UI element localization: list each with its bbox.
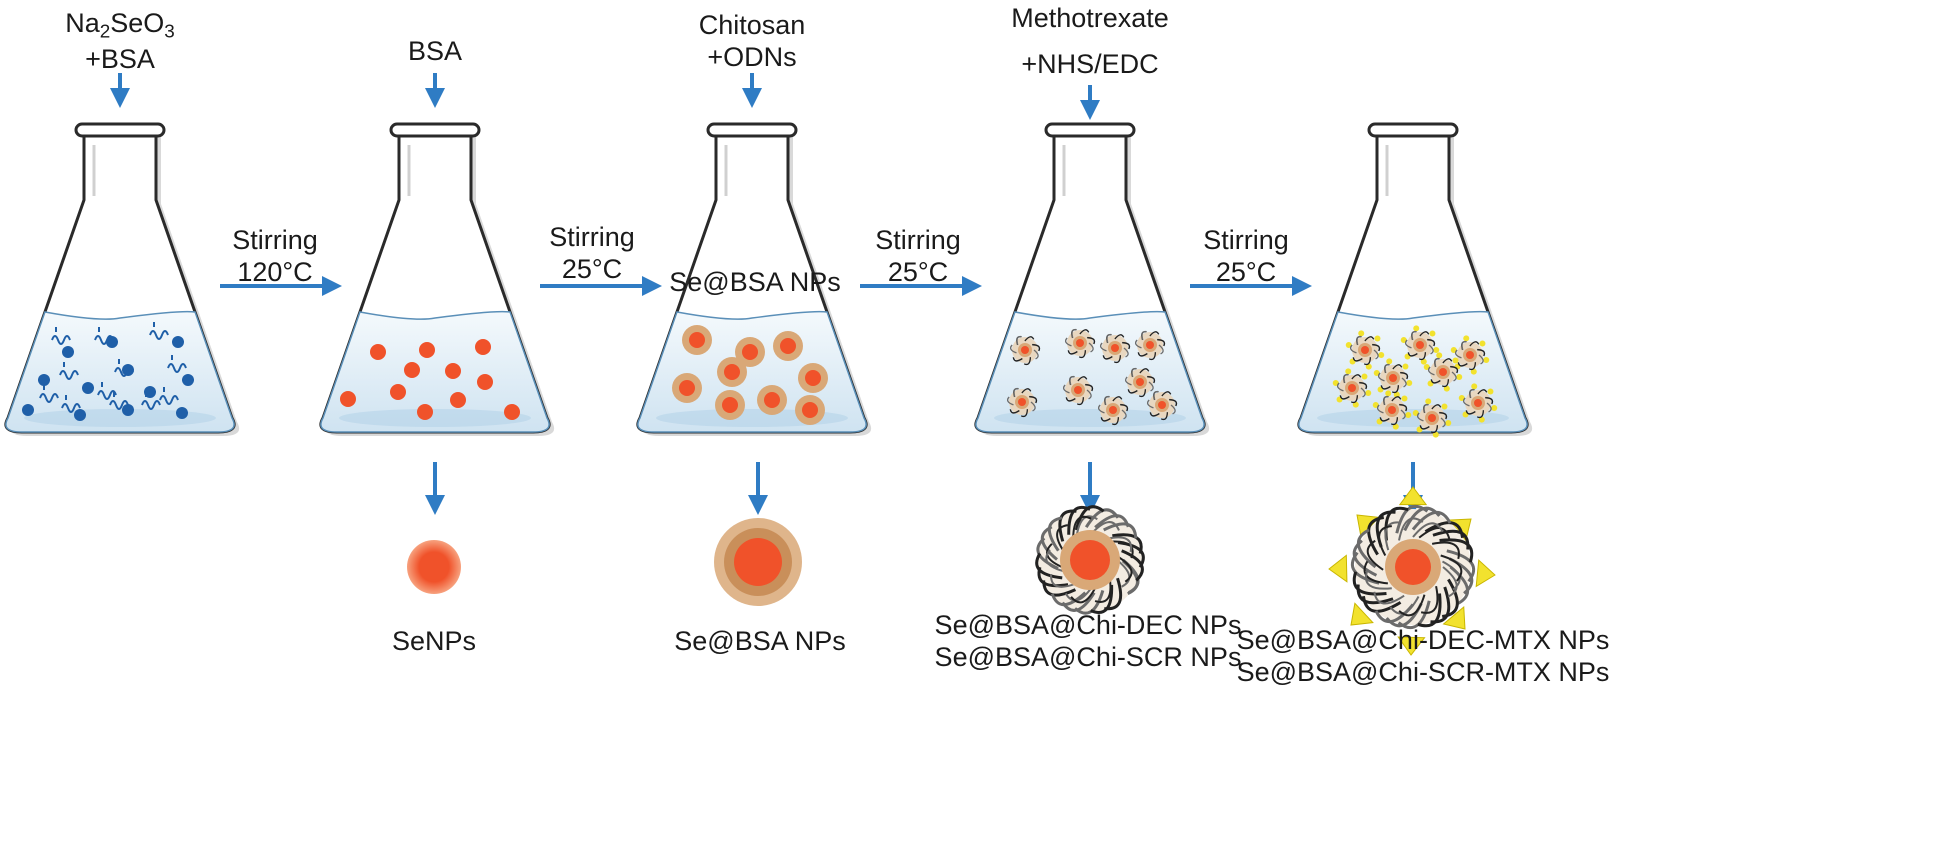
mtx-molecule (1442, 606, 1466, 630)
selenite-ion (82, 382, 94, 394)
senp-dot (419, 342, 435, 358)
se-bsa-chi-mtx-dot (1372, 390, 1412, 430)
se-bsa-chi-mtx-dot (1332, 368, 1372, 408)
se-bsa-dot (795, 395, 825, 425)
selenite-ion (74, 409, 86, 421)
product-particles (407, 486, 1496, 656)
senp-dot (417, 404, 433, 420)
flask3-contents (672, 325, 828, 425)
reagent-label-flask4-line2: +NHS/EDC (1021, 49, 1159, 79)
se-bsa-chi-mtx-particle (1328, 486, 1496, 656)
mtx-molecule (1328, 554, 1348, 583)
erlenmeyer-flask-icon (1297, 122, 1533, 436)
se-bsa-chi-dot (1006, 387, 1038, 418)
bsa-protein (167, 355, 187, 373)
reagent-label-flask3: Chitosan +ODNs (698, 10, 806, 72)
se-bsa-chi-dot (1134, 330, 1166, 361)
reagent-arrows (110, 73, 1100, 120)
se-bsa-chi-dot (1064, 328, 1096, 359)
se-bsa-particle (714, 518, 802, 606)
flask5-contents (1332, 325, 1498, 438)
se-bsa-chi-dot (1062, 375, 1094, 406)
senp-dot (504, 404, 520, 420)
se-bsa-dot (773, 331, 803, 361)
se-bsa-chi-dot (1146, 390, 1178, 421)
bsa-protein (51, 327, 71, 345)
product-label-se-bsa: Se@BSA NPs (674, 626, 846, 656)
bsa-protein (39, 385, 59, 403)
se-bsa-dot (757, 385, 787, 415)
se-bsa-dot (672, 373, 702, 403)
senp-dot (404, 362, 420, 378)
mtx-molecule (1398, 486, 1428, 506)
bsa-protein (141, 392, 161, 410)
selenite-ion (176, 407, 188, 419)
flask3-inner-label: Se@BSA NPs (669, 267, 841, 297)
senp-dot (445, 363, 461, 379)
se-bsa-chi-dot (1009, 335, 1041, 366)
senp-dot (477, 374, 493, 390)
reagent-label-flask2: BSA (407, 36, 463, 66)
se-bsa-chi-mtx-dot (1400, 325, 1440, 365)
selenite-ion (182, 374, 194, 386)
bsa-protein (109, 392, 129, 410)
bsa-protein (159, 387, 179, 405)
erlenmeyer-flask-icon (319, 122, 555, 436)
se-bsa-chi-dot (1097, 395, 1129, 426)
se-bsa-dot (682, 325, 712, 355)
selenite-ion (122, 404, 134, 416)
se-bsa-chi-mtx-dot (1423, 352, 1463, 392)
bsa-protein (149, 322, 169, 340)
selenite-ion (106, 336, 118, 348)
se-bsa-chi-particle (1035, 505, 1145, 615)
bsa-protein (97, 382, 117, 400)
bsa-protein (59, 362, 79, 380)
se-bsa-dot (798, 363, 828, 393)
mtx-molecule (1397, 636, 1426, 656)
se-bsa-dot (717, 357, 747, 387)
se-bsa-dot (715, 390, 745, 420)
senp-dot (450, 392, 466, 408)
se-bsa-chi-mtx-dot (1345, 330, 1385, 370)
se-bsa-dot (735, 337, 765, 367)
senp-dot (370, 344, 386, 360)
reagent-label-flask1: Na2SeO3 +BSA (65, 8, 175, 74)
product-label-senps: SeNPs (391, 626, 477, 656)
product-arrows (425, 462, 1423, 515)
mtx-molecule (1475, 559, 1496, 588)
flask4-contents (1006, 328, 1178, 426)
senp-particle (407, 540, 461, 594)
se-bsa-chi-mtx-dot (1412, 398, 1452, 438)
bsa-protein (114, 359, 134, 377)
erlenmeyer-flask-icon (4, 122, 240, 436)
bsa-protein (94, 327, 114, 345)
se-bsa-chi-dot (1124, 367, 1156, 398)
se-bsa-chi-mtx-dot (1458, 383, 1498, 423)
mtx-molecule (1350, 602, 1374, 626)
bsa-protein (61, 395, 81, 413)
reagent-label-flask4-line1: Methotrexate (1011, 3, 1169, 33)
selenite-ion (62, 346, 74, 358)
se-bsa-chi-mtx-dot (1373, 358, 1413, 398)
selenite-ion (172, 336, 184, 348)
senp-dot (340, 391, 356, 407)
se-bsa-chi-dot (1099, 333, 1131, 364)
selenite-ion (38, 374, 50, 386)
flask1-contents (22, 322, 194, 421)
selenite-ion (22, 404, 34, 416)
senp-dot (475, 339, 491, 355)
flask2-contents (340, 339, 520, 420)
se-bsa-chi-mtx-dot (1450, 335, 1490, 375)
senp-dot (390, 384, 406, 400)
